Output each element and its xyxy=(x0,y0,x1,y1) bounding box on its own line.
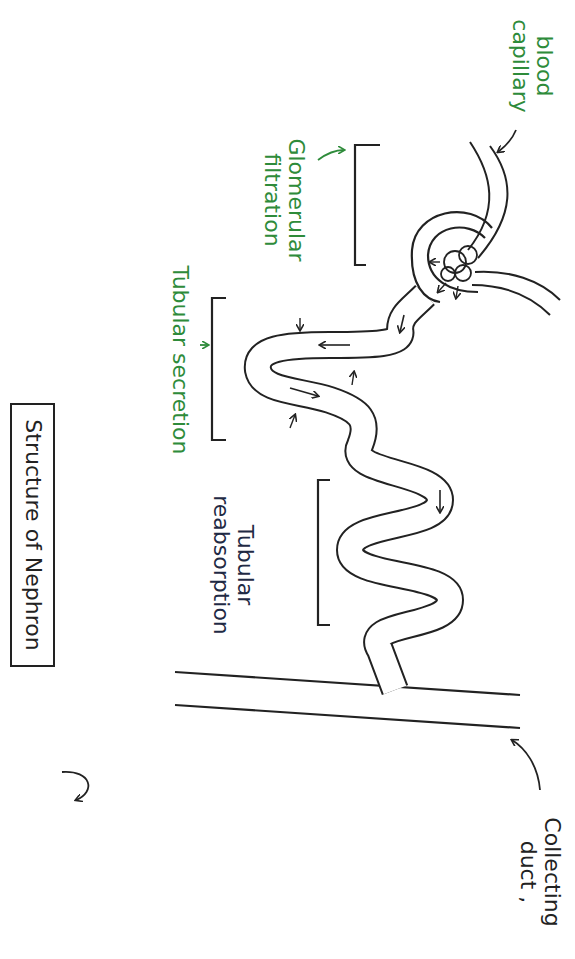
exchange-arrow xyxy=(290,318,354,428)
flow-arrow xyxy=(290,315,440,512)
part-label: Collecting duct , xyxy=(516,797,564,947)
title-text: Structure of Nephron xyxy=(20,419,44,650)
process-label: Tubular reabsorption xyxy=(209,480,257,650)
blood-capillary xyxy=(468,142,560,315)
collecting-duct xyxy=(175,672,520,728)
filtration-arrow xyxy=(430,262,458,298)
vessel-label: blood capillary xyxy=(508,4,556,129)
glomerulus xyxy=(441,246,477,281)
pointer-arrow xyxy=(62,130,540,800)
process-label: Tubular secretion xyxy=(168,210,192,510)
title-box: Structure of Nephron xyxy=(10,403,55,667)
process-label: Glomerular filtration xyxy=(260,130,308,270)
renal-tubule xyxy=(258,295,450,690)
